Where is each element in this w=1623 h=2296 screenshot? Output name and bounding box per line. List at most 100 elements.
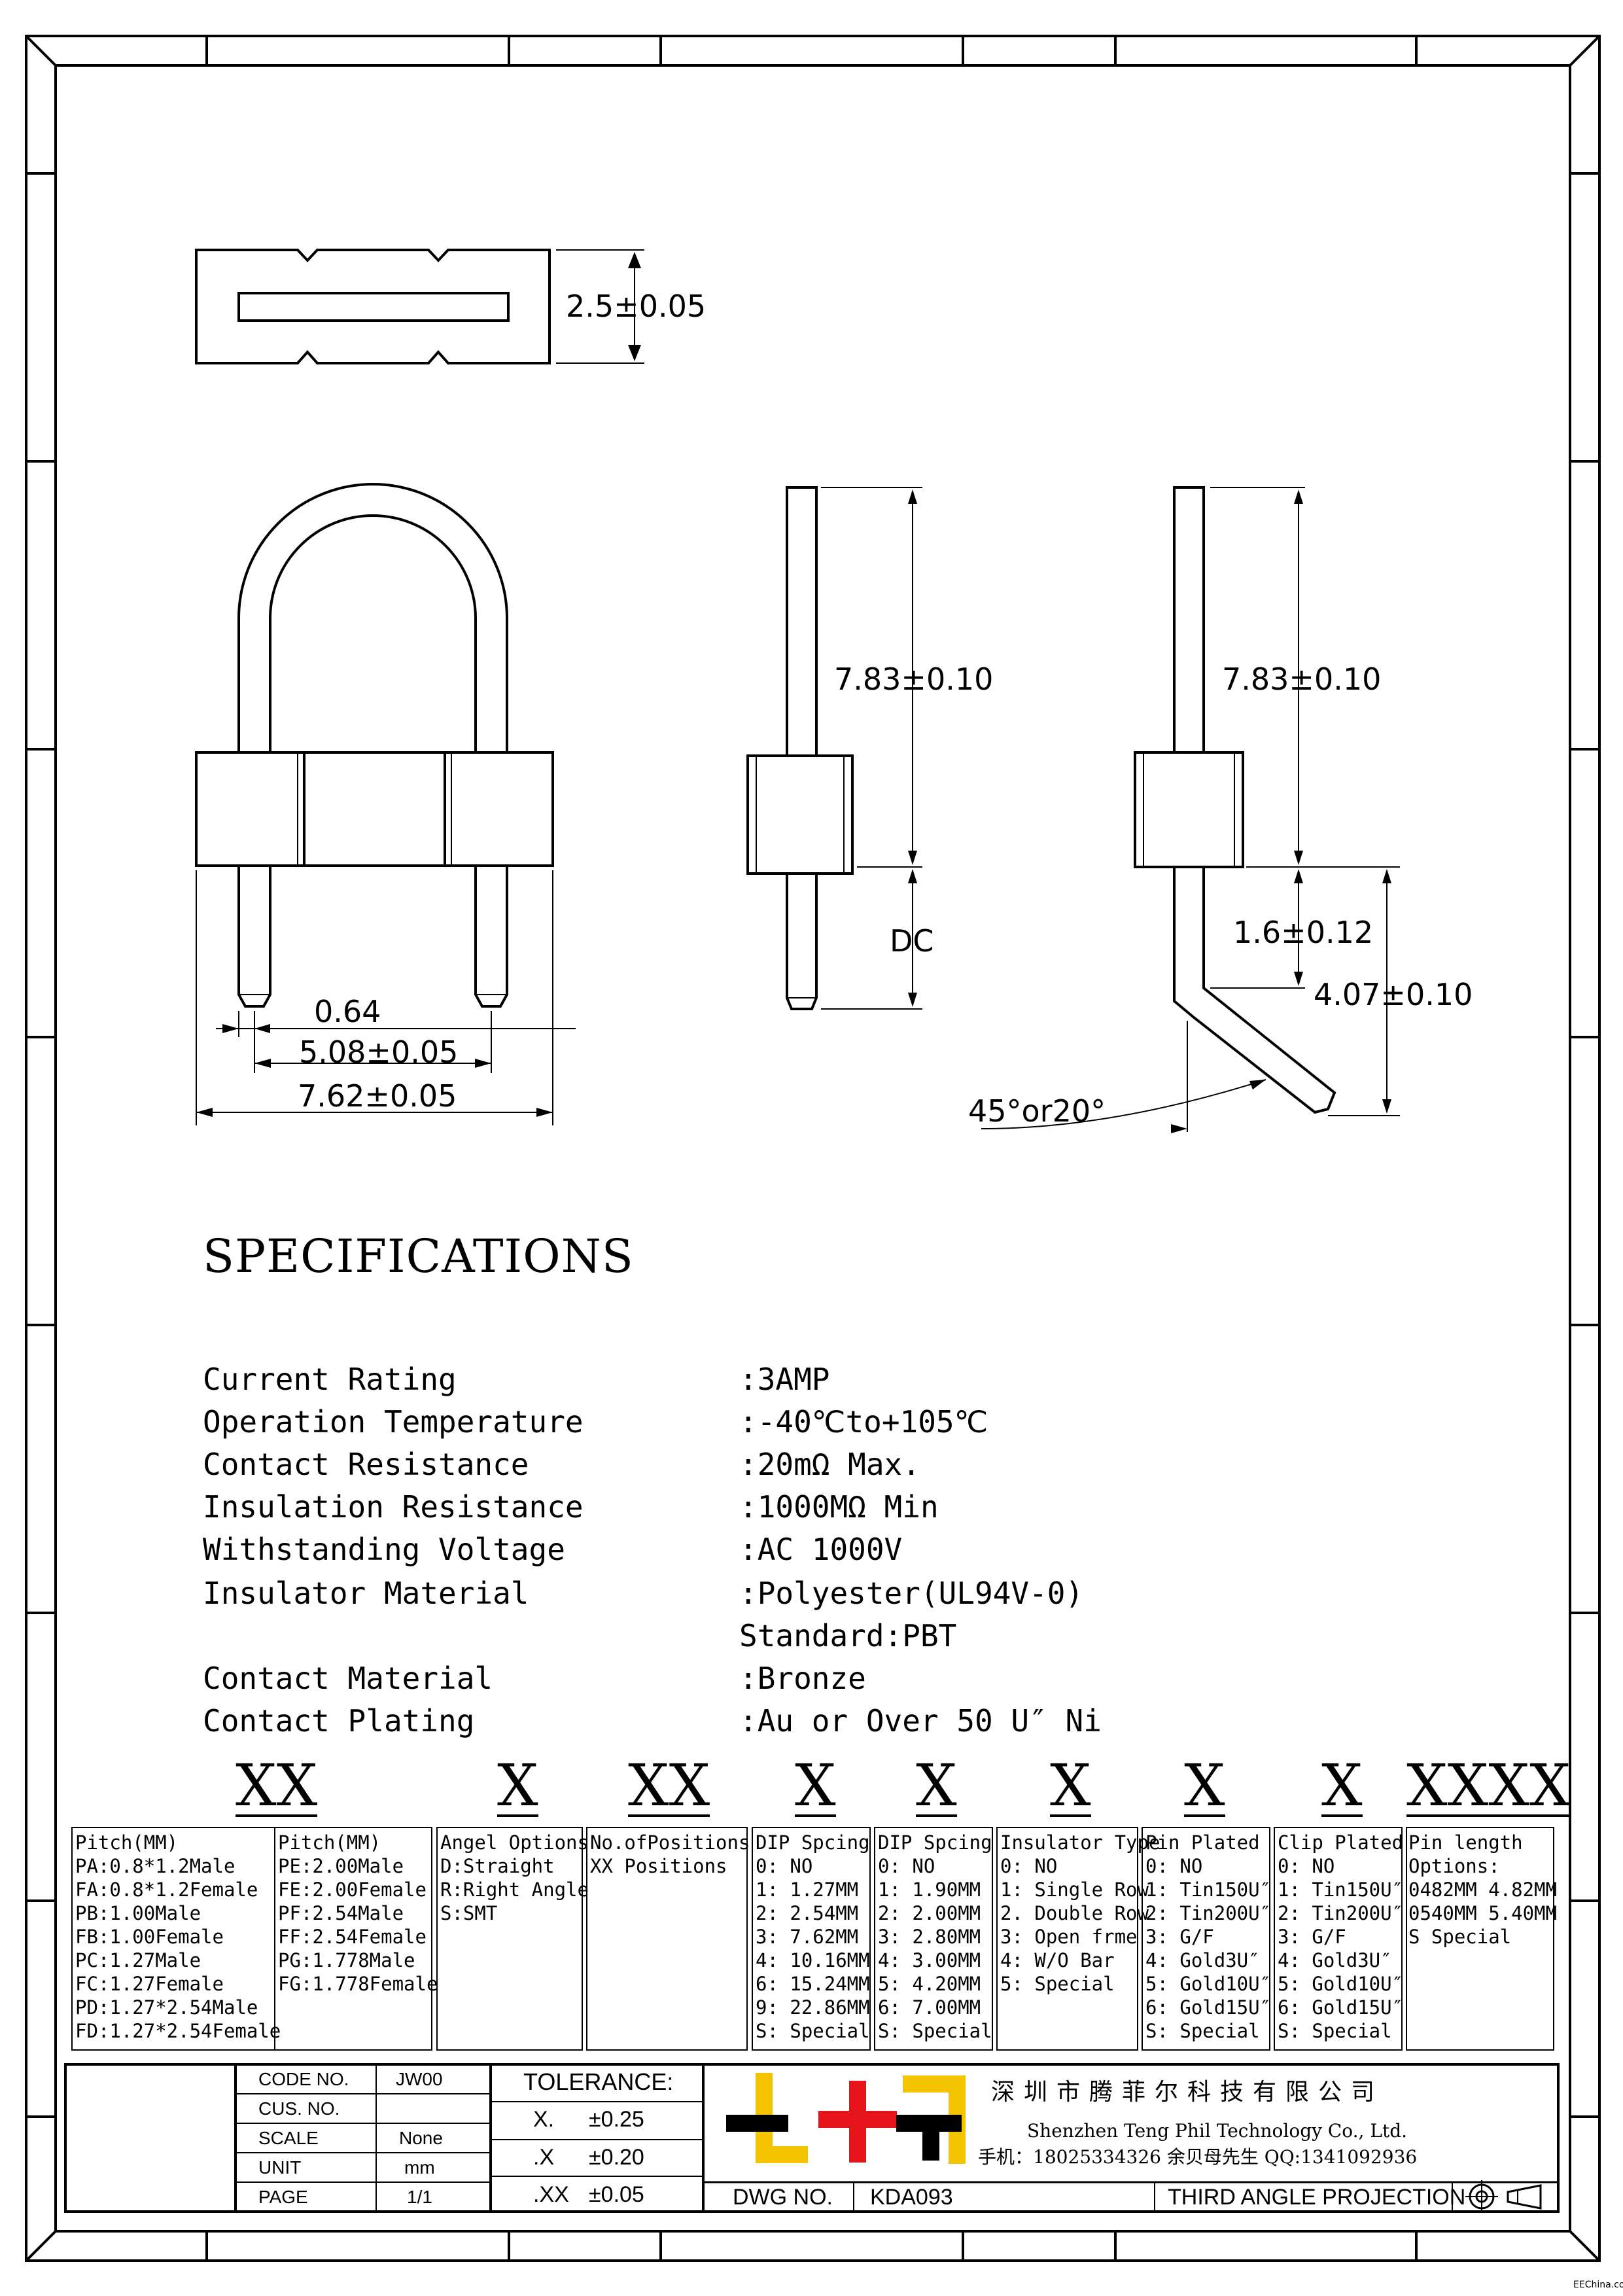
option-header: Angel Options	[440, 1831, 589, 1854]
option-line: S: Special	[1145, 2020, 1260, 2042]
option-line: 3: 7.62MM	[756, 1926, 859, 1948]
dim-upper-length-angle: 7.83±0.10	[1222, 662, 1382, 697]
front-view	[195, 483, 576, 1125]
part-code-segment: X	[916, 1752, 957, 1819]
top-view	[195, 249, 644, 364]
part-code-segment: XX	[236, 1752, 318, 1819]
option-line: 3: G/F	[1278, 1926, 1346, 1948]
option-header: Pin Plated	[1145, 1831, 1260, 1854]
option-line: 0: NO	[1000, 1855, 1058, 1877]
option-line: 9: 22.86MM	[756, 1996, 870, 2019]
option-line: 1: 1.90MM	[878, 1879, 981, 1901]
option-line: D:Straight	[440, 1855, 555, 1877]
option-line: 4: W/O Bar	[1000, 1949, 1115, 1971]
spec-value: :3AMP	[739, 1362, 830, 1397]
company-name-en: Shenzhen Teng Phil Technology Co., Ltd.	[1027, 2120, 1408, 2142]
spec-label: Current Rating	[203, 1362, 457, 1397]
code-no-label: CODE NO.	[258, 2069, 349, 2089]
option-line: 0: NO	[756, 1855, 813, 1877]
watermark: EEChina.com	[1573, 2280, 1623, 2290]
option-line: 0: NO	[1145, 1855, 1203, 1877]
outer-border	[25, 35, 1601, 2262]
option-header: Pitch(MM)	[278, 1831, 381, 1854]
option-line: 4: Gold3U″	[1145, 1949, 1260, 1971]
option-line: 0540MM 5.40MM	[1408, 1902, 1557, 1924]
spec-value: :20mΩ Max.	[739, 1447, 920, 1482]
spec-value: :-40℃to+105℃	[739, 1404, 988, 1439]
tolerance-label: TOLERANCE:	[523, 2068, 674, 2095]
side-view-straight	[746, 486, 922, 1010]
part-code-segment: X	[1050, 1752, 1091, 1819]
option-line: 2: 2.00MM	[878, 1902, 981, 1924]
part-code-segment: X	[1184, 1752, 1225, 1819]
spec-label: Contact Resistance	[203, 1447, 529, 1482]
option-line: FG:1.778Female	[278, 1973, 438, 1995]
tolerance-key: X.	[533, 2107, 555, 2132]
projection-label: THIRD ANGLE PROJECTION	[1168, 2185, 1466, 2210]
option-line: 1: Tin150U″	[1145, 1879, 1272, 1901]
option-line: PA:0.8*1.2Male	[75, 1855, 236, 1877]
option-line: PB:1.00Male	[75, 1902, 201, 1924]
option-line: 2: Tin200U″	[1145, 1902, 1272, 1924]
option-line: 3: G/F	[1145, 1926, 1214, 1948]
tolerance-value: ±0.25	[589, 2107, 644, 2132]
spec-value: Standard:PBT	[739, 1618, 957, 1653]
option-header: Pitch(MM)	[75, 1831, 179, 1854]
company-contact: 手机：18025334326 余贝母先生 QQ:1341092936	[978, 2146, 1418, 2168]
dim-insulator-offset: 1.6±0.12	[1233, 915, 1374, 950]
dim-lower-length: DC	[890, 923, 934, 959]
part-code-segment: XXXX	[1406, 1752, 1571, 1819]
option-line: S:SMT	[440, 1902, 498, 1924]
option-line: Options:	[1408, 1855, 1500, 1877]
dim-housing-height: 2.5±0.05	[566, 289, 707, 324]
option-line: PE:2.00Male	[278, 1855, 404, 1877]
cus-no-label: CUS. NO.	[258, 2098, 340, 2119]
option-line: FD:1.27*2.54Female	[75, 2020, 281, 2042]
spec-value: :Bronze	[739, 1661, 866, 1696]
option-line: 5: Gold10U″	[1278, 1973, 1404, 1995]
option-header: Insulator Type	[1000, 1831, 1161, 1854]
dim-pin-pitch: 5.08±0.05	[299, 1034, 459, 1070]
option-line: FE:2.00Female	[278, 1879, 427, 1901]
spec-label: Insulation Resistance	[203, 1489, 584, 1525]
option-header: Pin length	[1408, 1831, 1523, 1854]
option-line: 2: Tin200U″	[1278, 1902, 1404, 1924]
spec-label: Withstanding Voltage	[203, 1532, 565, 1567]
option-line: PD:1.27*2.54Male	[75, 1996, 258, 2019]
option-line: FC:1.27Female	[75, 1973, 224, 1995]
spec-label: Insulator Material	[203, 1576, 529, 1611]
dim-pin-width: 0.64	[314, 994, 381, 1029]
side-view-angled	[981, 486, 1400, 1133]
option-line: S: Special	[1278, 2020, 1392, 2042]
option-line: 5: 4.20MM	[878, 1973, 981, 1995]
unit-value: mm	[404, 2157, 435, 2178]
dim-bend-angle: 45°or20°	[968, 1093, 1106, 1129]
tolerance-value: ±0.05	[589, 2182, 644, 2207]
dim-bent-length: 4.07±0.10	[1314, 977, 1473, 1012]
option-line: 5: Special	[1000, 1973, 1115, 1995]
option-line: PF:2.54Male	[278, 1902, 404, 1924]
spec-label: Contact Plating	[203, 1703, 475, 1739]
option-line: PG:1.778Male	[278, 1949, 415, 1971]
option-line: 4: 10.16MM	[756, 1949, 870, 1971]
code-no-value: JW00	[396, 2069, 443, 2089]
company-logo	[726, 2073, 966, 2164]
tolerance-value: ±0.20	[589, 2145, 644, 2170]
option-line: R:Right Angle	[440, 1879, 589, 1901]
part-code-segment: XX	[628, 1752, 710, 1819]
projection-symbol	[1465, 2180, 1542, 2213]
option-line: 0482MM 4.82MM	[1408, 1879, 1557, 1901]
tolerance-key: .XX	[533, 2182, 569, 2207]
option-line: 6: Gold15U″	[1278, 1996, 1404, 2019]
option-header: Clip Plated	[1278, 1831, 1404, 1854]
scale-value: None	[399, 2128, 443, 2148]
company-name-cn: 深圳市腾菲尔科技有限公司	[991, 2079, 1384, 2106]
option-line: 0: NO	[878, 1855, 935, 1877]
